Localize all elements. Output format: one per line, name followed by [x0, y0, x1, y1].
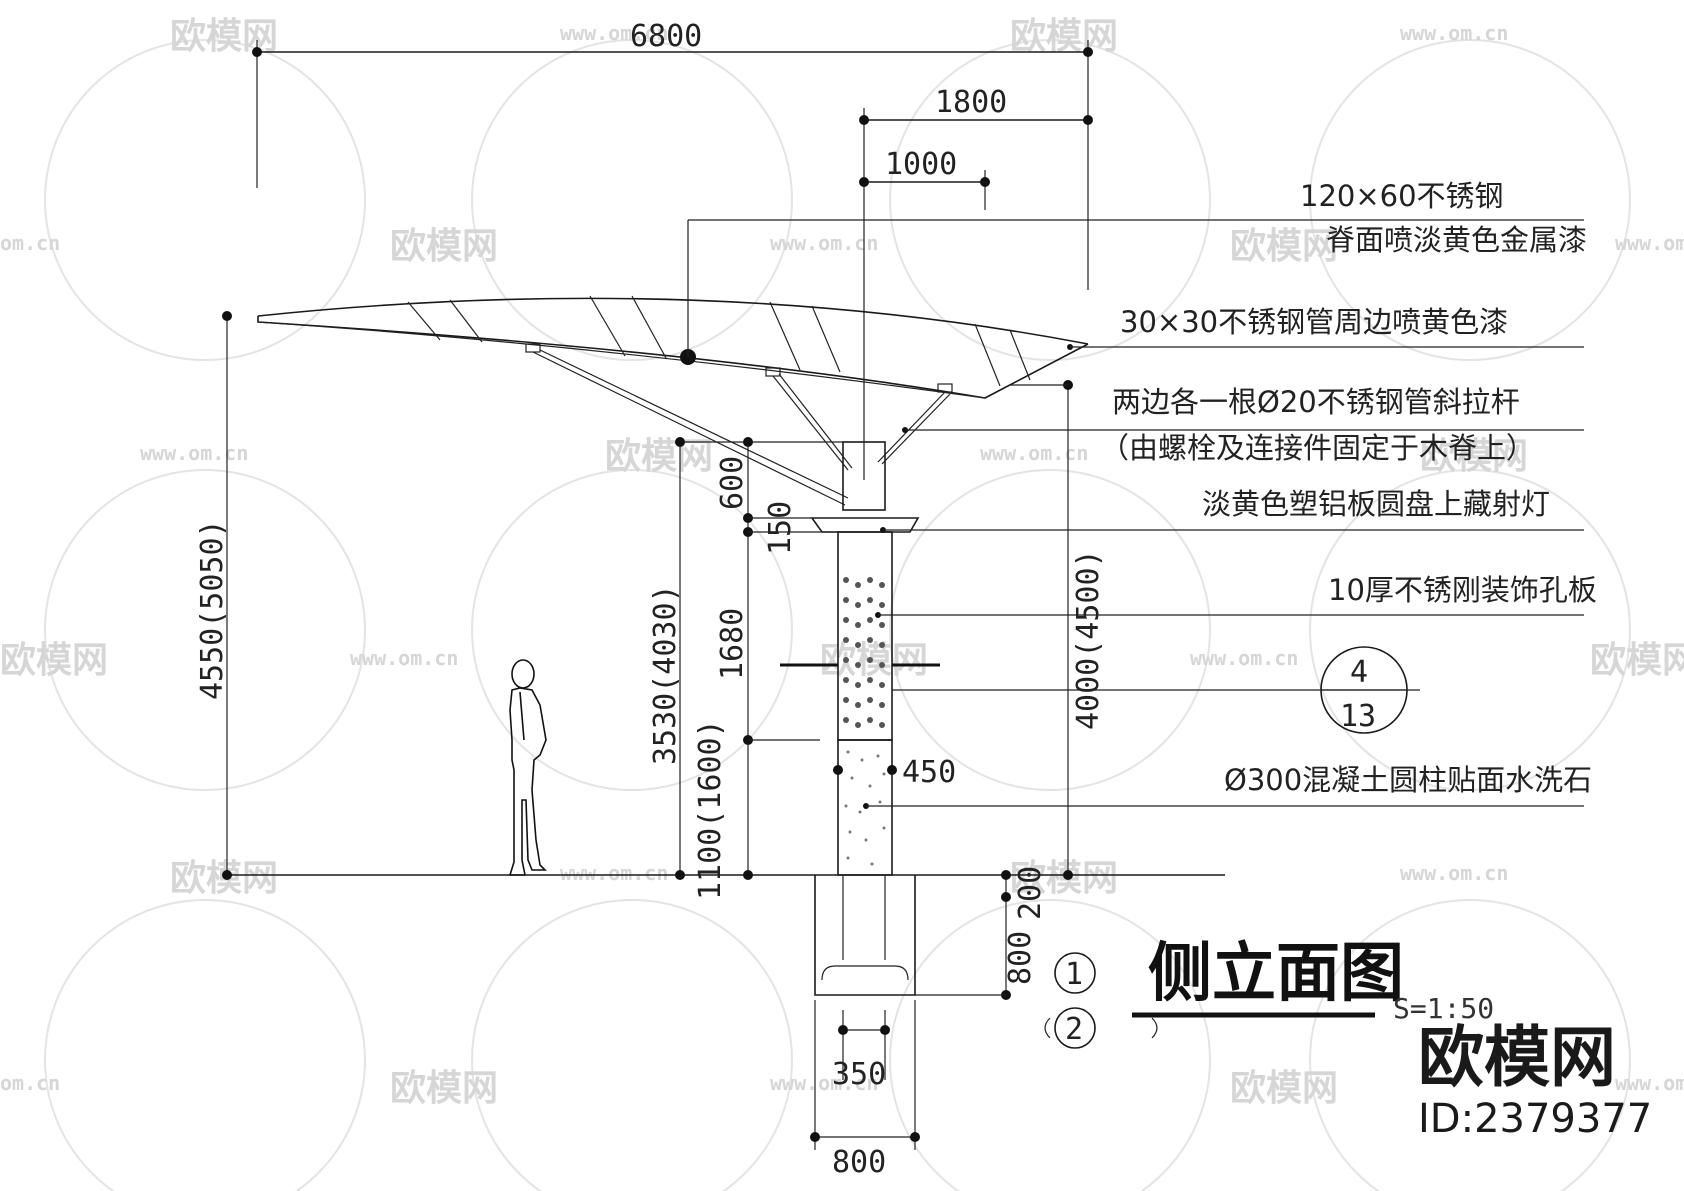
callout-1: 1 — [1065, 957, 1083, 992]
tie-rods — [532, 349, 1584, 506]
watermark-url: om.cn — [0, 231, 60, 255]
watermark-brand: 欧模网 — [605, 436, 713, 477]
dim-canopy-reach: 1800 — [935, 85, 1007, 120]
watermark-labels: 欧模网 欧模网 欧模网 欧模网 欧模网 欧模网 欧模网 欧模网 欧模网 欧模网 … — [0, 16, 1684, 1109]
section-ref-bottom: 13 — [1340, 699, 1376, 734]
watermark-url: om.cn — [0, 1071, 60, 1095]
watermark-brand: 欧模网 — [1230, 1068, 1338, 1109]
section-ref-top: 4 — [1350, 655, 1368, 690]
watermark-brand: 欧模网 — [1010, 858, 1118, 899]
dim-overall-width: 6800 — [630, 19, 702, 54]
note-lamp-disc: 淡黄色塑铝板圆盘上藏射灯 — [1202, 487, 1550, 521]
watermark-brand: 欧模网 — [1590, 640, 1684, 681]
dim-600: 600 — [715, 456, 750, 510]
dim-column-height: 4000(4500) — [1071, 549, 1106, 730]
brand-stamp: 欧模网 ID:2379377 — [1418, 1019, 1652, 1142]
right-dimensions: 4000(4500) 200 800 — [915, 380, 1106, 1000]
note-concrete-column: Ø300混凝土圆柱贴面水洗石 — [1224, 763, 1592, 797]
note-tie-rod: 两边各一根Ø20不锈钢管斜拉杆 — [1112, 385, 1520, 419]
dim-column-dia: 450 — [902, 755, 956, 790]
dim-footing-depth: 800 — [1003, 931, 1038, 985]
dim-1680: 1680 — [715, 608, 750, 680]
perforation-dots — [843, 577, 885, 728]
left-dimensions: 4550(5050) 3530(4030) 600 150 1680 1100(… — [195, 311, 843, 900]
title-block: 1 2 侧立面图 S=1:50 — [1044, 936, 1494, 1049]
watermark-brand: 欧模网 — [0, 640, 108, 681]
brand-id: ID:2379377 — [1418, 1096, 1652, 1142]
section-reference: 4 13 — [1320, 646, 1408, 734]
watermark-url: www.om.cn — [140, 441, 248, 465]
scale-label: S=1:50 — [1393, 992, 1494, 1025]
watermark-url: www.om.cn — [1400, 21, 1508, 45]
bottom-dimensions: 350 800 — [810, 1000, 920, 1180]
dim-1100: 1100(1600) — [693, 719, 728, 900]
dim-beam-offset: 1000 — [885, 147, 957, 182]
dim-base-width: 800 — [832, 1145, 886, 1180]
watermark-brand: 欧模网 — [1230, 226, 1338, 267]
watermark-url: www.om.cn — [980, 441, 1088, 465]
dim-canopy-height: 4550(5050) — [195, 519, 230, 700]
note-beam-paint: 脊面喷淡黄色金属漆 — [1326, 223, 1587, 257]
watermark-url: www.om.cn — [1615, 1071, 1684, 1095]
dim-footing-offset: 200 — [1013, 866, 1048, 920]
watermark-url: www.om.cn — [1615, 231, 1684, 255]
watermark-brand: 欧模网 — [1010, 16, 1118, 57]
watermark-url: www.om.cn — [560, 21, 668, 45]
note-pipe: 30×30不锈钢管周边喷黄色漆 — [1120, 305, 1508, 339]
dim-tie-top-height: 3530(4030) — [648, 584, 683, 765]
watermark-url: www.om.cn — [1190, 646, 1298, 670]
watermark-url: www.om.cn — [350, 646, 458, 670]
watermark-url: www.om.cn — [560, 861, 668, 885]
dim-base-inner: 350 — [832, 1057, 886, 1092]
human-figure — [508, 659, 547, 876]
callout-2: 2 — [1065, 1012, 1083, 1047]
ground-footing — [225, 874, 1225, 996]
watermark-url: www.om.cn — [770, 1071, 878, 1095]
watermark-brand: 欧模网 — [1420, 436, 1528, 477]
canopy — [257, 219, 1584, 399]
page-title: 侧立面图 — [1148, 936, 1404, 1011]
brand-logo: 欧模网 — [1418, 1019, 1616, 1096]
watermark-url: www.om.cn — [1400, 861, 1508, 885]
watermark-arcs — [44, 39, 1631, 1191]
note-beam: 120×60不锈钢 — [1300, 179, 1504, 213]
watermark-brand: 欧模网 — [390, 1068, 498, 1109]
watermark-brand: 欧模网 — [820, 640, 928, 681]
annotation-notes: 120×60不锈钢 脊面喷淡黄色金属漆 30×30不锈钢管周边喷黄色漆 两边各一… — [1100, 179, 1597, 797]
watermark-brand: 欧模网 — [390, 226, 498, 267]
dim-150: 150 — [763, 501, 798, 555]
note-perforated-panel: 10厚不锈刚装饰孔板 — [1328, 573, 1597, 607]
top-dimensions: 6800 1800 1000 — [252, 19, 1093, 480]
aggregate-texture — [844, 750, 886, 866]
note-tie-rod-fixing: （由螺栓及连接件固定于木脊上） — [1100, 431, 1535, 465]
watermark-url: www.om.cn — [770, 231, 878, 255]
